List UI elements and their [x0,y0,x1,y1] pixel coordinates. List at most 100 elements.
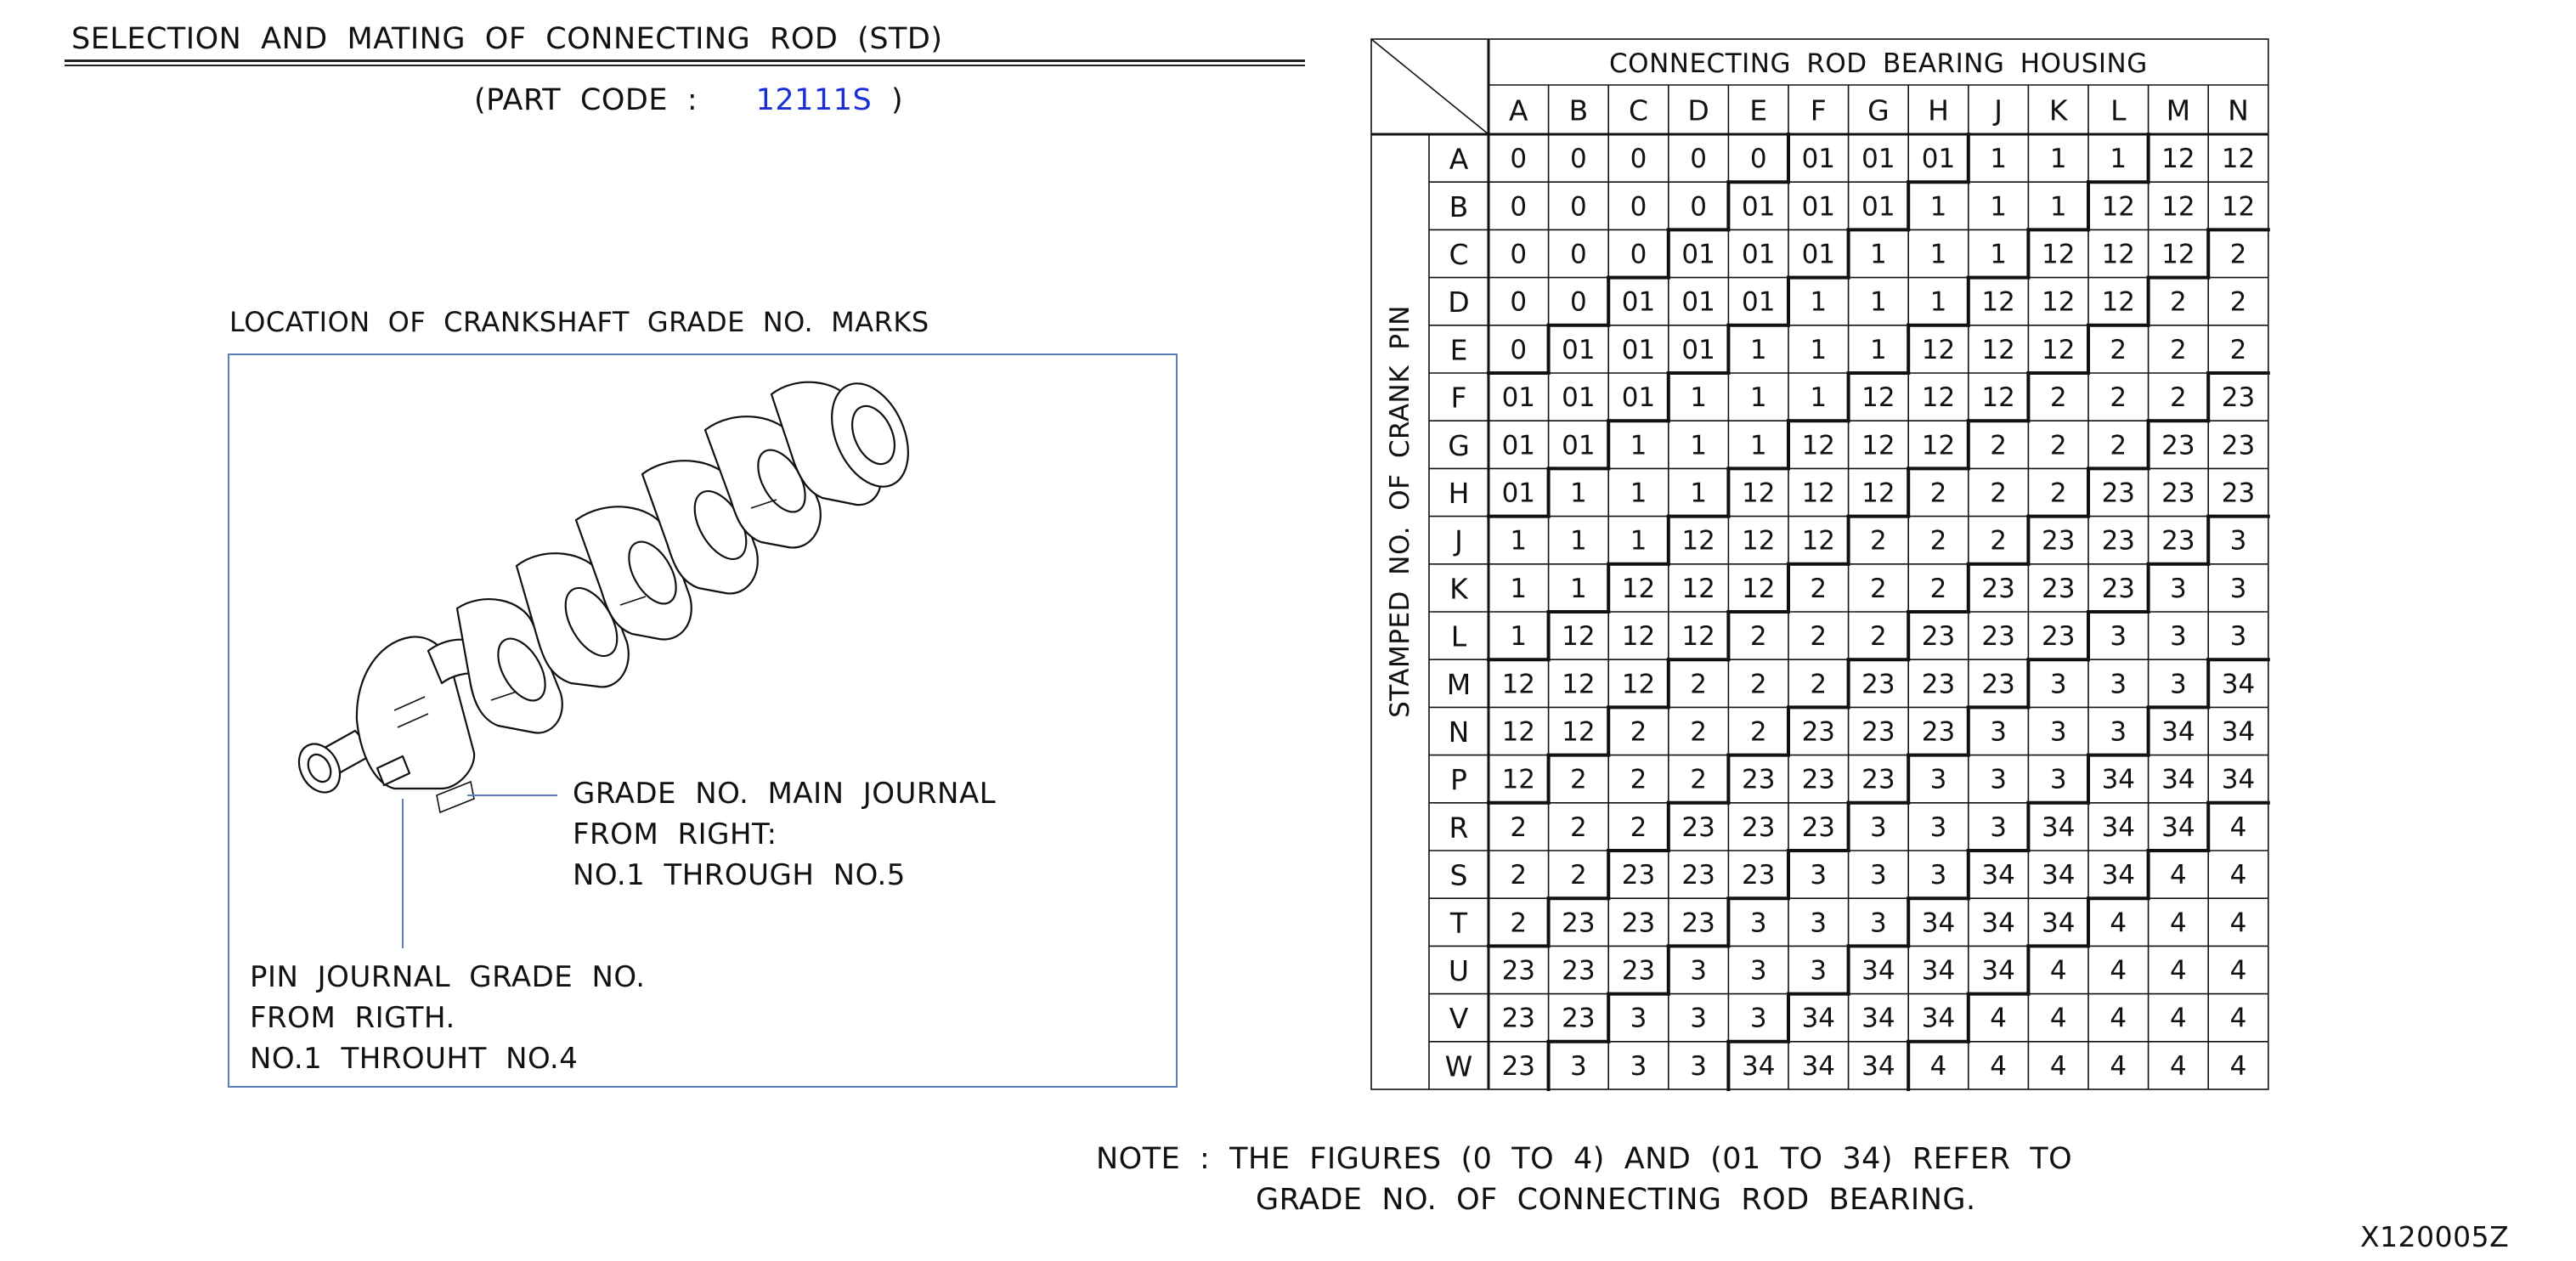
table-cell: 12 [1981,382,2014,413]
row-group-header: STAMPED NO. OF CRANK PIN [1385,305,1415,718]
table-cell: 0 [1690,144,1707,174]
table-cell: 2 [1930,478,1947,509]
table-cell: 1 [1990,240,2007,270]
table-cell: 0 [1510,287,1527,318]
table-cell: 23 [2161,478,2195,509]
table-cell: 23 [1922,669,1955,699]
table-cell: 1 [1750,335,1767,365]
table-cell: 4 [2170,860,2187,891]
pin-journal-label-line-2: FROM RIGTH. [250,1001,455,1035]
table-cell: 2 [2230,287,2247,318]
table-cell: 34 [1861,1051,1895,1082]
table-cell: 2 [2230,240,2247,270]
table-cell: 0 [1570,191,1587,222]
row-header-a: A [1449,143,1469,176]
table-cell: 01 [1681,240,1715,270]
table-cell: 2 [2110,430,2127,461]
table-cell: 12 [1622,621,1655,652]
table-cell: 12 [2222,191,2255,222]
column-header-c: C [1629,94,1648,127]
table-cell: 12 [1861,430,1895,461]
row-header-b: B [1449,190,1469,223]
table-cell: 3 [2050,765,2067,795]
table-cell: 23 [1622,956,1655,987]
table-cell: 0 [1510,335,1527,365]
table-cell: 23 [1502,956,1535,987]
table-cell: 01 [1562,430,1595,461]
table-cell: 4 [2230,908,2247,938]
table-cell: 2 [2050,430,2067,461]
table-cell: 23 [1861,717,1895,748]
table-cell: 12 [1802,526,1835,557]
table-cell: 12 [1622,574,1655,604]
table-cell: 23 [1861,669,1895,699]
table-cell: 2 [1930,574,1947,604]
table-cell: 3 [2230,526,2247,557]
row-header-s: S [1450,859,1468,892]
table-cell: 3 [2230,574,2247,604]
figure-title: LOCATION OF CRANKSHAFT GRADE NO. MARKS [229,306,929,338]
table-cell: 2 [1930,526,1947,557]
table-cell: 12 [1802,430,1835,461]
table-cell: 12 [2161,144,2195,174]
row-header-e: E [1450,333,1468,366]
table-cell: 2 [1690,765,1707,795]
column-header-n: N [2228,94,2249,127]
table-cell: 2 [1990,430,2007,461]
figure-id: X120005Z [2360,1220,2510,1253]
table-cell: 34 [2042,812,2075,843]
table-cell: 34 [1981,908,2014,938]
figure-frame [228,353,1178,1088]
table-cell: 1 [1630,526,1647,557]
table-cell: 3 [1750,956,1767,987]
table-cell: 23 [2222,478,2255,509]
table-cell: 3 [1930,812,1947,843]
table-cell: 2 [1690,717,1707,748]
table-cell: 3 [1990,812,2007,843]
column-header-e: E [1749,94,1767,127]
part-code-line: (PART CODE : 12111S ) [474,83,903,117]
table-cell: 2 [1810,669,1827,699]
row-header-l: L [1451,620,1467,653]
table-cell: 3 [1870,860,1887,891]
table-cell: 01 [1742,191,1775,222]
table-cell: 12 [1861,478,1895,509]
table-cell: 4 [2230,812,2247,843]
table-cell: 1 [1690,430,1707,461]
part-code-value: 12111S [755,83,873,117]
table-cell: 1 [1570,526,1587,557]
table-cell: 3 [2170,621,2187,652]
table-cell: 12 [2161,240,2195,270]
table-cell: 12 [2042,287,2075,318]
table-cell: 12 [1922,430,1955,461]
table-cell: 2 [2050,478,2067,509]
row-header-j: J [1453,524,1463,557]
table-cell: 34 [1802,1004,1835,1034]
table-cell: 23 [2102,574,2135,604]
table-cell: 1 [1930,191,1947,222]
table-cell: 23 [1681,812,1715,843]
table-cell: 0 [1630,191,1647,222]
table-cell: 34 [2222,717,2255,748]
table-cell: 1 [1930,287,1947,318]
table-cell: 23 [1562,956,1595,987]
table-cell: 3 [1870,908,1887,938]
table-cell: 01 [1861,191,1895,222]
table-cell: 12 [1622,669,1655,699]
column-header-a: A [1509,94,1528,127]
table-cell: 34 [2161,812,2195,843]
table-cell: 0 [1570,287,1587,318]
column-group-header: CONNECTING ROD BEARING HOUSING [1609,48,2148,79]
table-cell: 23 [1802,812,1835,843]
table-cell: 3 [2050,669,2067,699]
table-cell: 34 [1981,860,2014,891]
table-cell: 23 [2222,430,2255,461]
pin-journal-label-line-3: NO.1 THROUHT NO.4 [250,1042,579,1076]
table-cell: 4 [2110,956,2127,987]
table-cell: 12 [1681,574,1715,604]
table-cell: 01 [1922,144,1955,174]
table-cell: 01 [1622,287,1655,318]
table-cell: 1 [1510,621,1527,652]
table-cell: 34 [2102,812,2135,843]
table-cell: 3 [1630,1051,1647,1082]
